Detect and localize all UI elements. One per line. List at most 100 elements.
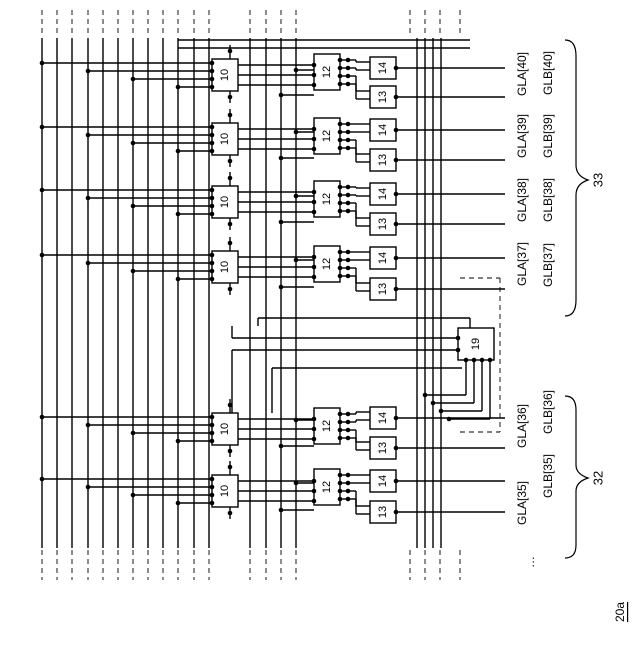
junction-dot bbox=[346, 201, 351, 206]
junction-dot bbox=[312, 275, 317, 280]
junction-dot bbox=[176, 149, 181, 154]
gla-label: GLA[35] bbox=[515, 481, 529, 525]
junction-dot bbox=[210, 261, 215, 266]
junction-dot bbox=[210, 133, 215, 138]
junction-dot bbox=[394, 158, 399, 163]
junction-dot bbox=[346, 436, 351, 441]
junction-dot bbox=[312, 200, 317, 205]
junction-dot bbox=[338, 185, 343, 190]
junction-dot bbox=[346, 420, 351, 425]
junction-dot bbox=[210, 431, 215, 436]
junction-dot bbox=[312, 73, 317, 78]
block-12-1-label: 12 bbox=[321, 130, 333, 142]
junction-dot bbox=[394, 66, 399, 71]
junction-dot bbox=[394, 287, 399, 292]
block-12-2-label: 12 bbox=[321, 193, 333, 205]
junction-dot bbox=[338, 489, 343, 494]
block-12-5-label: 12 bbox=[321, 481, 333, 493]
junction-dot bbox=[210, 277, 215, 282]
junction-dot bbox=[394, 128, 399, 133]
block-13-1-label: 13 bbox=[377, 154, 389, 166]
junction-dot bbox=[228, 176, 233, 181]
junction-dot bbox=[472, 358, 477, 363]
junction-dot bbox=[346, 266, 351, 271]
junction-dot bbox=[228, 403, 233, 408]
gla-label: GLA[36] bbox=[515, 404, 529, 448]
junction-dot bbox=[346, 130, 351, 135]
glb-label: GLB[40] bbox=[541, 51, 555, 95]
junction-dot bbox=[394, 95, 399, 100]
junction-dot bbox=[346, 66, 351, 71]
junction-dot bbox=[210, 439, 215, 444]
junction-dot bbox=[312, 255, 317, 260]
junction-dot bbox=[338, 473, 343, 478]
junction-dot bbox=[228, 287, 233, 292]
block-14-5-label: 14 bbox=[377, 475, 389, 487]
junction-dot bbox=[338, 420, 343, 425]
junction-dot bbox=[86, 69, 91, 74]
gla-label: GLA[39] bbox=[515, 114, 529, 158]
junction-dot bbox=[456, 348, 461, 353]
ellipsis-label: … bbox=[523, 556, 537, 568]
junction-dot bbox=[210, 212, 215, 217]
junction-dot bbox=[312, 137, 317, 142]
block-13-5-label: 13 bbox=[377, 506, 389, 518]
block-12-4-label: 12 bbox=[321, 420, 333, 432]
brace-32 bbox=[565, 396, 588, 558]
junction-dot bbox=[86, 133, 91, 138]
junction-dot bbox=[338, 481, 343, 486]
block-10-2-label: 10 bbox=[219, 196, 231, 208]
block-13-2-label: 13 bbox=[377, 218, 389, 230]
brace-33 bbox=[565, 40, 588, 316]
block-13-3-label: 13 bbox=[377, 283, 389, 295]
junction-dot bbox=[312, 63, 317, 68]
junction-dot bbox=[338, 209, 343, 214]
junction-dot bbox=[338, 201, 343, 206]
junction-dot bbox=[338, 58, 343, 63]
junction-dot bbox=[228, 241, 233, 246]
junction-dot bbox=[228, 49, 233, 54]
junction-dot bbox=[394, 416, 399, 421]
junction-dot bbox=[131, 493, 136, 498]
junction-dot bbox=[210, 269, 215, 274]
junction-dot bbox=[312, 437, 317, 442]
junction-dot bbox=[346, 82, 351, 87]
glb-label: GLB[39] bbox=[541, 114, 555, 158]
junction-dot bbox=[228, 449, 233, 454]
junction-dot bbox=[312, 190, 317, 195]
junction-dot bbox=[210, 141, 215, 146]
block-14-4-label: 14 bbox=[377, 412, 389, 424]
junction-dot bbox=[228, 159, 233, 164]
junction-dot bbox=[176, 212, 181, 217]
junction-dot bbox=[40, 477, 45, 482]
junction-dot bbox=[346, 481, 351, 486]
junction-dot bbox=[338, 146, 343, 151]
junction-dot bbox=[394, 446, 399, 451]
junction-dot bbox=[210, 501, 215, 506]
block-10-0-label: 10 bbox=[219, 69, 231, 81]
junction-dot bbox=[228, 222, 233, 227]
junction-dot bbox=[394, 256, 399, 261]
junction-dot bbox=[312, 83, 317, 88]
junction-dot bbox=[439, 409, 444, 414]
junction-dot bbox=[210, 85, 215, 90]
group-label-33: 33 bbox=[591, 173, 606, 187]
junction-dot bbox=[176, 85, 181, 90]
junction-dot bbox=[346, 473, 351, 478]
junction-dot bbox=[40, 188, 45, 193]
junction-dot bbox=[338, 193, 343, 198]
junction-dot bbox=[40, 415, 45, 420]
junction-dot bbox=[294, 68, 299, 73]
junction-dot bbox=[279, 93, 284, 98]
junction-dot bbox=[294, 258, 299, 263]
junction-dot bbox=[338, 497, 343, 502]
junction-dot bbox=[338, 74, 343, 79]
block-13-4-label: 13 bbox=[377, 442, 389, 454]
junction-dot bbox=[338, 436, 343, 441]
block-13-0-label: 13 bbox=[377, 91, 389, 103]
junction-dot bbox=[346, 250, 351, 255]
junction-dot bbox=[294, 481, 299, 486]
junction-dot bbox=[312, 417, 317, 422]
junction-dot bbox=[210, 125, 215, 130]
block-10-1-label: 10 bbox=[219, 133, 231, 145]
